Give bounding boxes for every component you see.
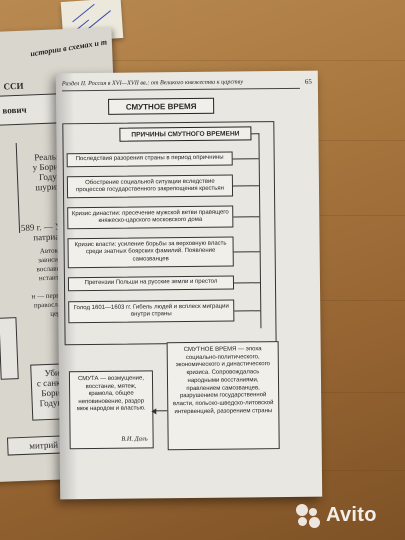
cause-item: Обострение социальной ситуации вследстви… [66,174,234,199]
back-text: ССИ [3,80,24,92]
avito-logo-icon [296,502,322,528]
page-title: СМУТНОЕ ВРЕМЯ [108,97,215,115]
avito-watermark: Avito [296,500,400,530]
cause-item: Последствия разорения страны в период оп… [66,151,233,168]
back-text: вович [2,104,27,116]
cause-item: Кризис власти: усиление борьбы за верхов… [67,236,234,269]
back-connector [15,143,21,233]
running-head: Раздел II. Россия в XVI—XVII вв.: от Вел… [61,77,300,92]
definition-box: СМУТНОЕ ВРЕМЯ — эпоха социально-политиче… [166,341,280,451]
avito-brand: Avito [326,503,377,526]
quote-text: СМУТА — возмущение, восстание, мятеж, кр… [76,375,146,413]
arrow-head [151,407,157,414]
cause-item: Голод 1601—1603 гг. Гибель людей и вспле… [68,299,235,324]
causes-title: ПРИЧИНЫ СМУТНОГО ВРЕМЕНИ [119,126,252,142]
cause-item: Кризис династии: пресечение мужской ветв… [67,205,234,230]
page-number: 65 [304,77,312,86]
back-text: митрий [29,439,59,451]
quote-author: В.И. Даль [121,435,148,444]
quote-box: СМУТА — возмущение, восстание, мятеж, кр… [68,370,154,450]
cause-item: Претензии Польши на русские земли и прес… [67,275,235,292]
book-page: Раздел II. Россия в XVI—XVII вв.: от Вел… [55,70,323,500]
back-box [0,317,19,380]
